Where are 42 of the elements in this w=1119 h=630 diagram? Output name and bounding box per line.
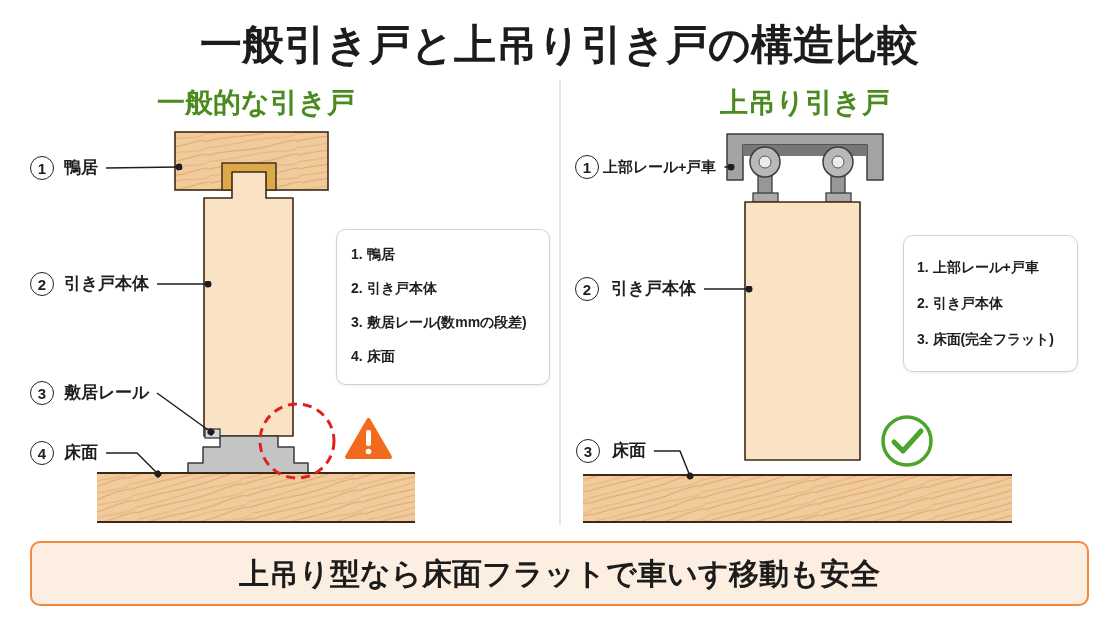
list-item: 4. 床面 <box>351 347 395 366</box>
lintel-beam <box>174 131 329 191</box>
callout-label: 床面 <box>612 440 646 462</box>
callout-number: 1 <box>30 156 54 180</box>
leader-line <box>723 163 735 171</box>
callout-number: 3 <box>30 381 54 405</box>
callout-label: 引き戸本体 <box>64 273 149 295</box>
section-heading: 上吊り引き戸 <box>720 86 890 120</box>
leader-line <box>653 450 694 480</box>
list-item: 2. 引き戸本体 <box>917 294 1003 313</box>
leader-line <box>156 280 212 288</box>
callout-number: 1 <box>575 155 599 179</box>
callout-label: 上部レール+戸車 <box>603 158 717 177</box>
floor-slab <box>96 472 416 523</box>
list-item: 1. 上部レール+戸車 <box>917 258 1039 277</box>
summary-banner <box>30 541 1089 606</box>
list-card <box>903 235 1078 372</box>
list-item: 1. 鴨居 <box>351 245 395 264</box>
list-item: 3. 床面(完全フラット) <box>917 330 1054 349</box>
summary-text: 上吊り型なら床面フラットで車いす移動も安全 <box>239 555 880 592</box>
callout-number: 2 <box>30 272 54 296</box>
diagram-title: 一般引き戸と上吊り引き戸の構造比較 <box>200 20 919 70</box>
list-item: 3. 敷居レール(数mmの段差) <box>351 313 527 332</box>
callout-label: 床面 <box>64 442 98 464</box>
door-panel <box>203 171 294 437</box>
floor-slab <box>582 474 1013 523</box>
leader-line <box>105 452 162 478</box>
callout-number: 2 <box>575 277 599 301</box>
list-item: 2. 引き戸本体 <box>351 279 437 298</box>
callout-number: 3 <box>576 439 600 463</box>
leader-line <box>156 392 215 436</box>
sill-rail <box>187 428 309 474</box>
leader-line <box>703 285 753 293</box>
callout-label: 敷居レール <box>64 382 149 404</box>
list-card <box>336 229 550 385</box>
section-heading: 一般的な引き戸 <box>157 86 355 120</box>
door-panel <box>744 201 861 461</box>
callout-label: 引き戸本体 <box>611 278 696 300</box>
leader-line <box>105 163 183 171</box>
hanging-rail-with-rollers <box>726 133 884 203</box>
callout-number: 4 <box>30 441 54 465</box>
callout-label: 鴨居 <box>64 157 98 179</box>
